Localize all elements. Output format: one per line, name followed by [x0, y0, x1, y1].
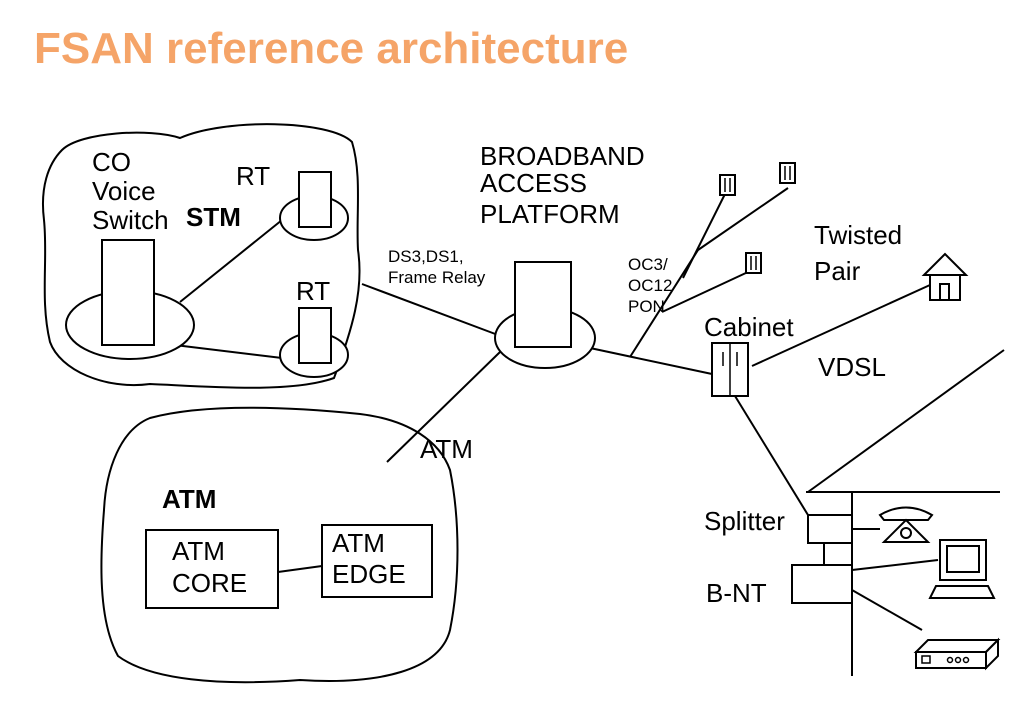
onu-icon [745, 252, 762, 274]
page-title: FSAN reference architecture [34, 24, 629, 73]
atm-link-label: ATM [420, 434, 473, 464]
link-cabinet-to-splitter [734, 395, 809, 516]
atm-core-label-line2: CORE [172, 568, 247, 598]
oc-label-line1: OC3/ [628, 255, 668, 274]
atm-edge-box [321, 524, 433, 598]
computer-icon [928, 539, 996, 599]
bnt-label: B-NT [706, 578, 767, 608]
oc-label-line3: PON [628, 297, 665, 316]
link-stm-to-bap [361, 283, 499, 336]
telephone-icon [878, 506, 934, 543]
atm-core-box [145, 529, 279, 609]
rt-bottom-box [298, 307, 332, 364]
co-label-line3: Switch [92, 205, 169, 235]
rt-top-box [298, 171, 332, 228]
cabinet-label: Cabinet [704, 312, 794, 342]
ds3-label-line1: DS3,DS1, [388, 247, 464, 266]
link-pon-branch-1 [682, 191, 727, 279]
rt-bottom-label: RT [296, 276, 330, 306]
rt-top-label: RT [236, 161, 270, 191]
bap-label-line1: BROADBAND [480, 141, 645, 171]
house-roof-line [807, 349, 1005, 493]
splitter-box [807, 514, 853, 544]
link-co-rt-top [179, 219, 283, 303]
link-bnt-to-pc [851, 559, 939, 571]
splitter-label: Splitter [704, 506, 785, 536]
link-atm-to-bap [386, 351, 501, 463]
twisted-pair-label-line2: Pair [814, 256, 861, 286]
stm-label: STM [186, 202, 241, 232]
link-bap-to-cabinet [589, 347, 713, 375]
co-label-line2: Voice [92, 176, 156, 206]
link-pon-branch-2 [661, 271, 749, 313]
onu-icon [779, 162, 796, 184]
co-voice-switch-box [101, 239, 155, 346]
vdsl-label: VDSL [818, 352, 886, 382]
bnt-box [791, 564, 853, 604]
oc-label-line2: OC12 [628, 276, 672, 295]
atm-edge-label-line1: ATM [332, 528, 385, 558]
atm-cloud [100, 406, 459, 684]
cabinet-icon [711, 342, 749, 397]
link-atm-core-edge [277, 565, 323, 573]
bap-box [514, 261, 572, 348]
bap-label-line3: PLATFORM [480, 199, 620, 229]
bap-label-line2: ACCESS [480, 168, 587, 198]
atm-core-label-line1: ATM [172, 536, 225, 566]
ds3-label-line2: Frame Relay [388, 268, 486, 287]
modem-icon [913, 637, 1001, 671]
onu-icon [719, 174, 736, 196]
co-label-line1: CO [92, 147, 131, 177]
link-bnt-to-modem [851, 589, 923, 631]
link-cabinet-to-house [751, 284, 931, 367]
atm-cloud-label: ATM [162, 484, 216, 514]
twisted-pair-label-line1: Twisted [814, 220, 902, 250]
atm-edge-label-line2: EDGE [332, 559, 406, 589]
house-icon [921, 252, 969, 301]
